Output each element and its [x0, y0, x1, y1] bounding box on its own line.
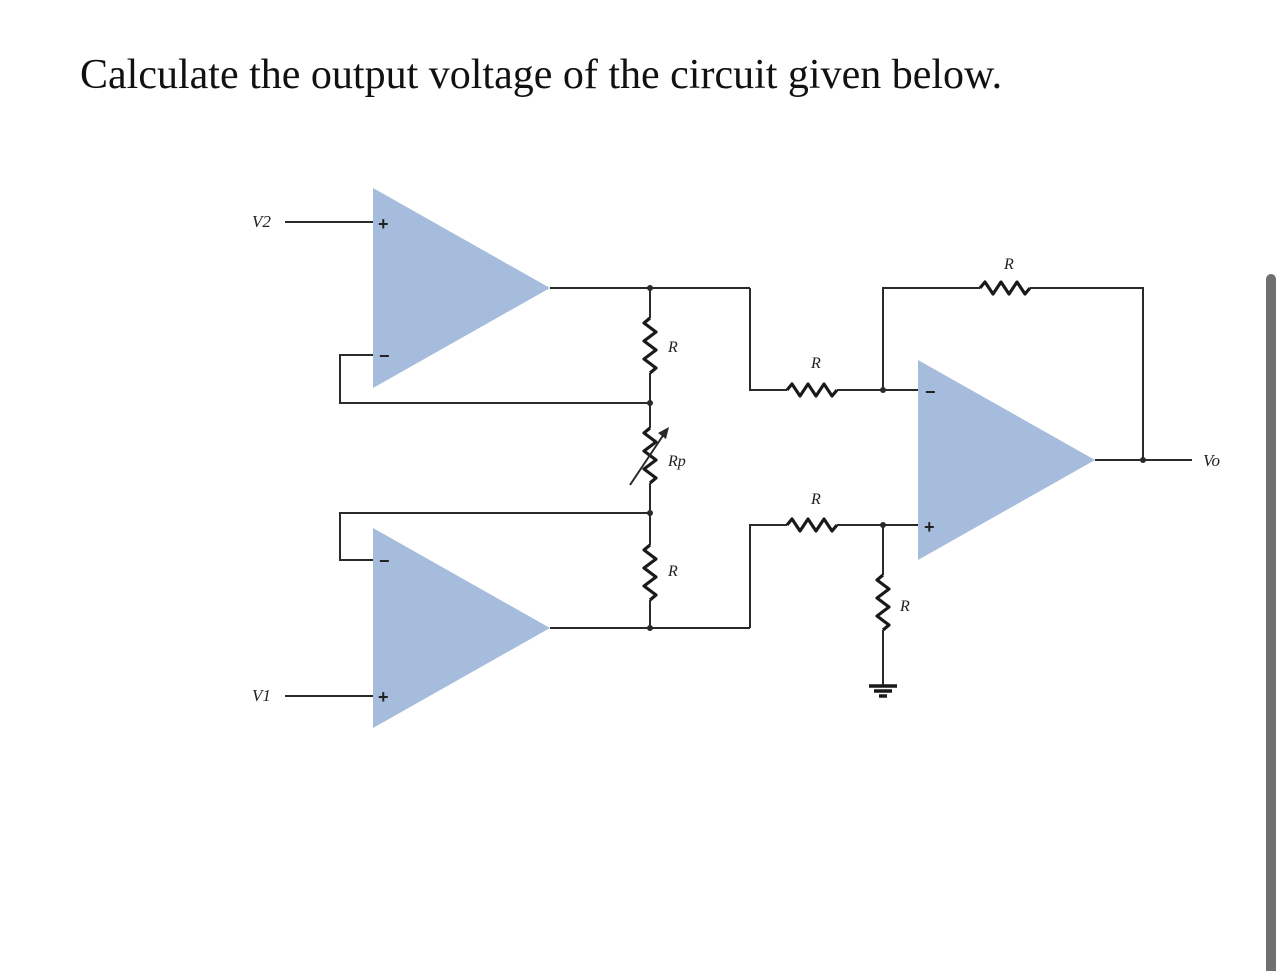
wire-lower-to-r	[749, 524, 787, 628]
resistor-r-top	[642, 316, 658, 375]
label-v1: V1	[252, 686, 271, 705]
node-chain-lower	[647, 510, 653, 516]
question-text: Calculate the output voltage of the circ…	[80, 52, 1003, 98]
label-r-ground: R	[899, 598, 910, 615]
rp-arrow-head	[658, 427, 669, 439]
label-r-top: R	[667, 339, 678, 356]
ground-icon	[869, 684, 897, 698]
opamp-output-minus: −	[925, 382, 936, 402]
wire-upper-to-r	[749, 288, 787, 391]
opamp-bottom-minus: −	[379, 551, 390, 571]
node-chain-top	[647, 285, 653, 291]
opamp-bottom	[373, 528, 550, 728]
resistor-r-lower-input	[785, 517, 839, 533]
node-output	[1140, 457, 1146, 463]
opamp-output-plus: +	[924, 517, 935, 537]
rp-adjust-arrow	[629, 433, 665, 486]
opamp-top-plus: +	[378, 214, 389, 234]
resistor-r-upper-input	[785, 382, 839, 398]
label-r-lower-input: R	[810, 491, 821, 508]
node-chain-upper	[647, 400, 653, 406]
opamp-output	[918, 360, 1095, 560]
scrollbar[interactable]	[1266, 274, 1276, 971]
resistor-r-ground	[875, 573, 891, 632]
label-r-bottom: R	[667, 563, 678, 580]
label-r-upper-input: R	[810, 355, 821, 372]
label-vo: Vo	[1203, 451, 1220, 470]
label-rp: Rp	[667, 453, 686, 470]
opamp-top-minus: −	[379, 346, 390, 366]
node-chain-bottom	[647, 625, 653, 631]
wire-feedback-left	[882, 287, 980, 390]
resistor-r-feedback	[978, 280, 1032, 296]
wire-bottom-feedback	[339, 512, 650, 561]
resistor-r-bottom	[642, 543, 658, 602]
wire-feedback-right	[1030, 287, 1144, 460]
wire-top-feedback	[339, 354, 650, 404]
opamp-top	[373, 188, 550, 388]
label-v2: V2	[252, 212, 271, 231]
opamp-bottom-plus: +	[378, 687, 389, 707]
label-r-feedback: R	[1003, 256, 1014, 273]
